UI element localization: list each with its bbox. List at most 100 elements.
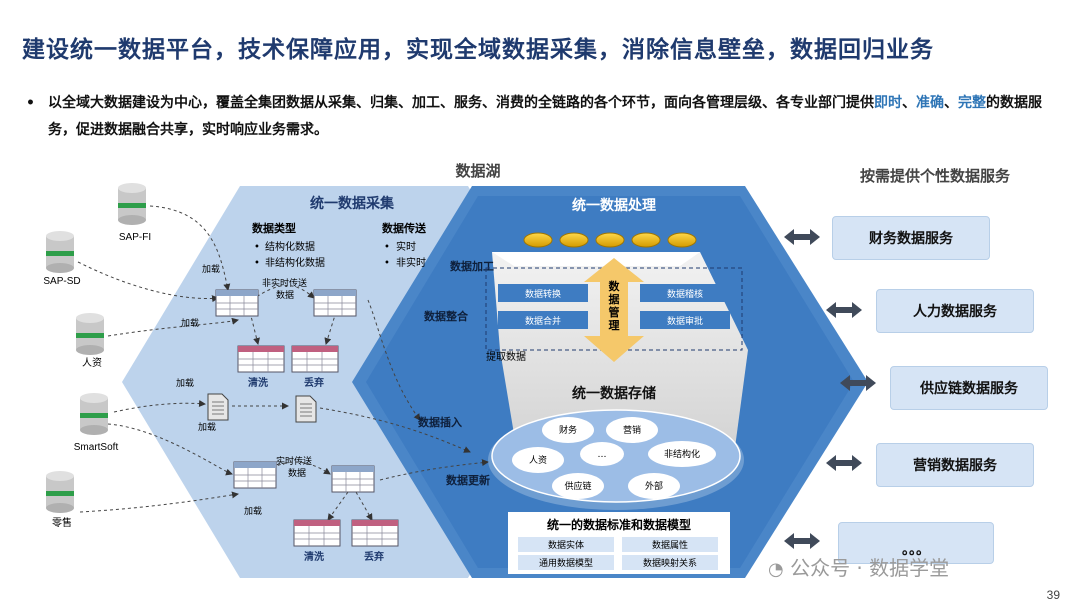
wechat-icon: ◔ [768,559,784,580]
services-title: 按需提供个性数据服务 [860,167,1011,185]
load-label: 加载 [202,263,220,275]
standards-item-box [622,555,718,570]
nonrealtime-label: 非实时传送 [262,277,307,289]
table-icon [313,289,357,317]
standards-item-box [518,555,614,570]
management-label: 数据管理 [609,279,621,332]
standards-item-box [518,537,614,552]
discard-label: 丢弃 [304,376,324,389]
page-title: 建设统一数据平台，技术保障应用，实现全域数据采集，消除信息壁垒，数据回归业务 [22,36,934,63]
database-icon [76,313,104,355]
database-icon [46,231,74,273]
storage-bubble [580,442,624,466]
clean-label: 清洗 [248,376,268,389]
storage-title: 统一数据存储 [572,385,656,402]
storage-bubble-label: 营销 [623,424,641,436]
highlight-accurate: 准确 [916,95,944,111]
table-icon [237,345,285,373]
bullet-glyph: • [384,242,390,253]
data-transfer-title: 数据传送 [382,221,427,235]
document-icon [295,395,317,423]
management-arrow [584,258,644,362]
extract-label: 提取数据 [486,350,526,363]
standards-item: 数据映射关系 [643,557,697,569]
table-icon [215,289,259,317]
load-label: 加载 [244,505,262,517]
source-label: SAP-SD [43,276,80,287]
process-box-label: 数据审批 [667,315,703,327]
standards-item-box [622,537,718,552]
storage-label-insert: 数据插入 [418,415,462,429]
service-hr: 人力数据服务 [876,289,1034,333]
service-marketing: 营销数据服务 [876,443,1034,487]
storage-bubble [512,447,564,473]
database-icon [80,393,108,435]
service-more: 。。。 [838,522,994,564]
page-number: 39 [1046,588,1060,602]
bullet-glyph: • [254,258,260,269]
bullet-glyph: • [384,258,390,269]
storage-bubble [542,417,594,443]
table-icon [351,519,399,547]
load-label: 加载 [198,421,216,433]
process-box [640,311,730,329]
storage-bubble-label: 财务 [559,424,577,436]
source-label: SAP-FI [119,232,151,243]
standards-item: 数据实体 [548,539,584,551]
table-icon [331,465,375,493]
intro-text-part1: 以全域大数据建设为中心，覆盖全集团数据从采集、归集、加工、服务、消费的全链路的各… [48,95,874,111]
process-label-integrate: 数据整合 [424,309,469,323]
storage-bubble [606,417,658,443]
table-icon [291,345,339,373]
intro-sep1: 、 [902,95,916,111]
service-finance: 财务数据服务 [832,216,990,260]
table-icon [293,519,341,547]
process-box [498,311,588,329]
data-type-item-2: 非结构化数据 [265,256,325,269]
database-icon [118,183,146,225]
storage-bubble-label: 非结构化 [664,448,700,460]
watermark-text: 公众号 · 数据学堂 [790,556,950,580]
document-icon [207,393,229,421]
storage-bubble [648,441,716,467]
data-label: 数据 [276,289,294,301]
bullet-dot: • [26,95,35,111]
collect-title: 统一数据采集 [310,195,395,212]
storage-bubble [552,473,604,499]
coin-stack [523,232,697,248]
realtime-label: 实时传送 [276,455,312,467]
process-title: 统一数据处理 [572,197,656,214]
service-supply-chain: 供应链数据服务 [890,366,1048,410]
intro-sep2: 、 [944,95,958,111]
funnel-top [492,252,700,266]
process-box [498,284,588,302]
load-label: 加载 [181,317,199,329]
source-label: SmartSoft [74,442,119,453]
data-transfer-item-1: 实时 [396,240,416,253]
data-lake-label: 数据湖 [455,162,500,180]
storage-bubble-label: 供应链 [564,480,591,492]
process-box-label: 数据转换 [525,288,561,300]
database-icon [46,471,74,513]
storage-label-update: 数据更新 [446,473,490,487]
highlight-immediate: 即时 [874,95,902,111]
intro-bullet: • 以全域大数据建设为中心，覆盖全集团数据从采集、归集、加工、服务、消费的全链路… [26,90,1056,144]
watermark: ◔ 公众号 · 数据学堂 [768,552,949,581]
data-label: 数据 [288,467,306,479]
highlight-complete: 完整 [958,95,986,111]
process-box-label: 数据合并 [525,315,561,327]
double-arrow-icon [784,229,876,549]
storage-bubble-label: … [598,450,607,460]
clean-label: 清洗 [304,550,324,563]
storage-bubble-label: 外部 [645,480,663,492]
process-box [640,284,730,302]
standards-title: 统一的数据标准和数据模型 [547,517,691,532]
storage-bubble-label: 人资 [529,455,547,466]
process-label-process: 数据加工 [450,259,494,273]
standards-item: 数据属性 [652,539,688,551]
discard-label: 丢弃 [364,550,384,563]
data-type-title: 数据类型 [252,221,296,235]
bullet-glyph: • [254,242,260,253]
intro-text-part2: 的数据服务，促进数据融合共享，实时响应业务需求。 [48,95,1042,138]
